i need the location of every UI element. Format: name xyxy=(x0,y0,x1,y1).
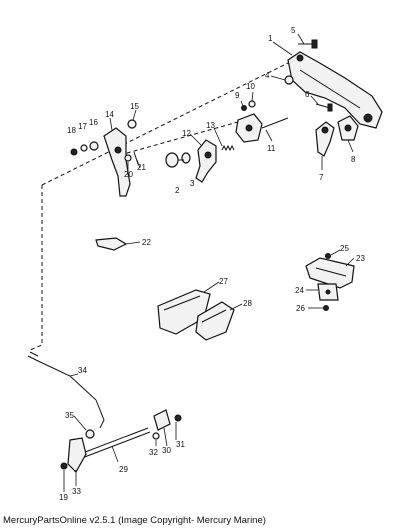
callout-24: 24 xyxy=(295,286,304,295)
part-4-washer xyxy=(284,75,294,85)
callout-33: 33 xyxy=(72,487,81,496)
dashed-reference-lines xyxy=(29,61,291,351)
part-25-screw xyxy=(325,253,331,259)
callout-14: 14 xyxy=(105,110,114,119)
linkage-block xyxy=(235,113,263,143)
part-7-lever xyxy=(315,121,335,157)
callout-10: 10 xyxy=(246,82,255,91)
part-5-screw xyxy=(298,39,318,49)
part-34-rod xyxy=(27,351,105,429)
callout-4: 4 xyxy=(265,71,270,80)
part-10-washer xyxy=(248,100,256,108)
part-35-fitting xyxy=(85,429,95,439)
callout-3: 3 xyxy=(190,179,195,188)
callout-28: 28 xyxy=(243,299,252,308)
callout-6: 6 xyxy=(305,90,310,99)
part-15-washer xyxy=(127,119,137,129)
part-26-screw xyxy=(323,305,329,311)
callout-15: 15 xyxy=(130,102,139,111)
callout-18: 18 xyxy=(67,126,76,135)
part-11-shaft xyxy=(261,117,289,129)
callout-26: 26 xyxy=(296,304,305,313)
part-19-nut xyxy=(60,462,68,470)
callout-32: 32 xyxy=(149,448,158,457)
callout-23: 23 xyxy=(356,254,365,263)
callout-22: 22 xyxy=(142,238,151,247)
callout-8: 8 xyxy=(351,155,356,164)
callout-7: 7 xyxy=(319,173,324,182)
part-28-pad xyxy=(195,301,235,341)
part-29-cable-rod xyxy=(79,427,151,459)
callout-13: 13 xyxy=(206,121,215,130)
part-12-throttle-cam xyxy=(195,139,217,183)
callout-16: 16 xyxy=(89,118,98,127)
callout-9: 9 xyxy=(235,91,240,100)
callout-5: 5 xyxy=(291,26,296,35)
part-22-clip xyxy=(95,237,128,251)
part-20-bushing xyxy=(124,154,132,162)
part-16-spacer xyxy=(89,141,99,151)
part-18-nut xyxy=(70,148,78,156)
copyright-caption: MercuryPartsOnline v2.5.1 (Image Copyrig… xyxy=(3,515,266,526)
part-9-nut xyxy=(241,105,247,111)
part-14-lever-arm xyxy=(103,127,131,197)
leader-lines xyxy=(63,33,355,492)
exploded-parts-diagram: 1 5 4 6 7 8 9 10 11 12 13 14 15 16 17 18… xyxy=(27,26,383,502)
part-2-screw xyxy=(165,152,184,168)
part-33-lever xyxy=(67,437,87,473)
callout-21: 21 xyxy=(137,163,146,172)
part-32-washer xyxy=(152,432,160,440)
part-number-labels: 1 5 4 6 7 8 9 10 11 12 13 14 15 16 17 18… xyxy=(59,26,365,502)
callout-35: 35 xyxy=(65,411,74,420)
part-13-spring xyxy=(221,144,235,152)
callout-20: 20 xyxy=(124,170,133,179)
callout-27: 27 xyxy=(219,277,228,286)
callout-30: 30 xyxy=(162,446,171,455)
part-1-bracket xyxy=(287,51,383,129)
callout-31: 31 xyxy=(176,440,185,449)
callout-17: 17 xyxy=(78,122,87,131)
callout-11: 11 xyxy=(267,144,276,153)
part-24-bracket xyxy=(317,283,339,301)
part-23-cover xyxy=(305,257,355,289)
callout-1: 1 xyxy=(268,34,273,43)
part-6-screw xyxy=(315,103,333,112)
part-30-bracket xyxy=(153,409,171,431)
part-31-nut xyxy=(174,414,182,422)
callout-2: 2 xyxy=(175,186,180,195)
callout-34: 34 xyxy=(78,366,87,375)
part-3-washer xyxy=(181,152,191,164)
part-17-washer xyxy=(80,144,88,152)
part-8-cam xyxy=(337,115,359,141)
callout-19: 19 xyxy=(59,493,68,502)
callout-12: 12 xyxy=(182,129,191,138)
callout-25: 25 xyxy=(340,244,349,253)
callout-29: 29 xyxy=(119,465,128,474)
